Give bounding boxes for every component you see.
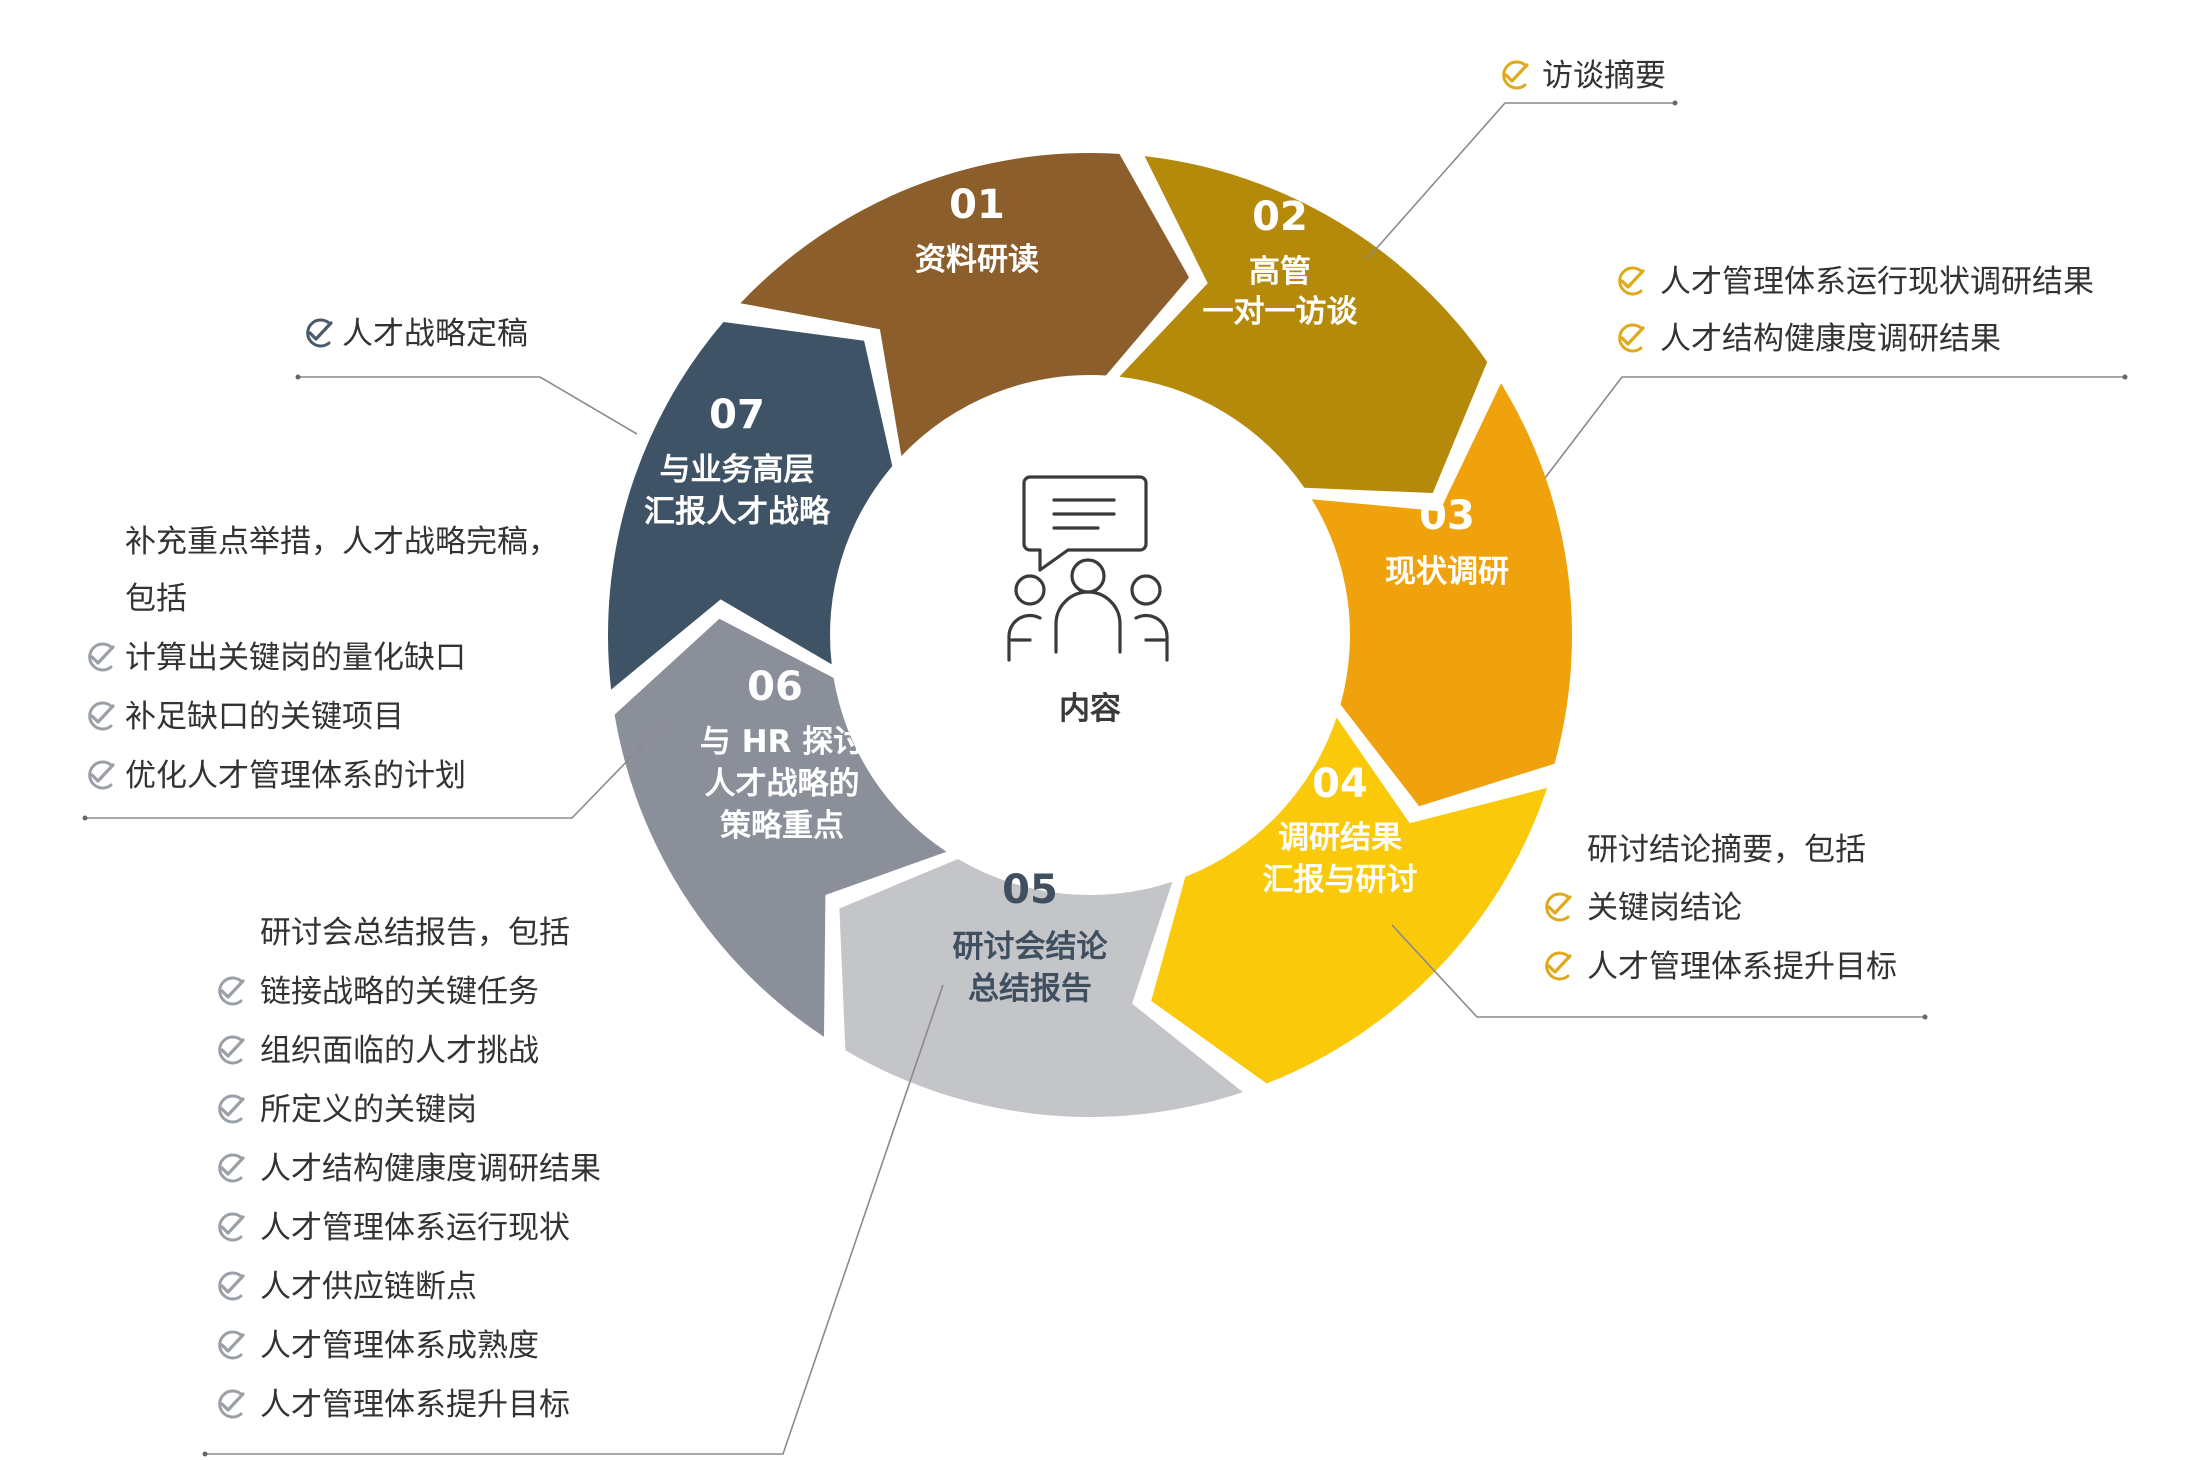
note-03: 人才管理体系运行现状调研结果 人才结构健康度调研结果: [1660, 264, 2094, 357]
check-icon-05-3: [218, 1094, 245, 1124]
segment-06-title-line2: 人才战略的: [705, 766, 860, 802]
note-05-item-7: 人才管理体系成熟度: [260, 1328, 539, 1364]
segment-01: [740, 153, 1190, 457]
note-06-item-2: 补足缺口的关键项目: [125, 699, 404, 735]
leader-dot-07: [295, 374, 301, 380]
segment-01-label: 01 资料研读: [915, 182, 1039, 278]
segment-05-label: 05 研讨会结论 总结报告: [953, 867, 1109, 1007]
segment-02: [1119, 156, 1488, 493]
segment-02-title-line2: 一对一访谈: [1203, 294, 1359, 330]
check-icon-03-2: [1618, 323, 1645, 353]
note-06-item-3: 优化人才管理体系的计划: [125, 758, 466, 794]
note-06-item-1: 计算出关键岗的量化缺口: [125, 640, 466, 676]
segment-07-label: 07 与业务高层 汇报人才战略: [644, 392, 831, 530]
segment-06-label: 06 与 HR 探讨 人才战略的 策略重点: [700, 664, 864, 844]
note-07-item-1: 人才战略定稿: [342, 316, 528, 352]
note-03-item-2: 人才结构健康度调研结果: [1660, 321, 2001, 357]
note-07: 人才战略定稿: [342, 316, 528, 352]
note-06: 补充重点举措，人才战略完稿， 包括 计算出关键岗的量化缺口 补足缺口的关键项目 …: [125, 524, 559, 794]
check-icon-05-1: [218, 976, 245, 1006]
check-icons: [88, 60, 1645, 1419]
segment-07-number: 07: [709, 392, 765, 438]
segment-07-title-line2: 汇报人才战略: [644, 494, 831, 530]
note-02: 访谈摘要: [1542, 58, 1666, 94]
segment-07-title-line1: 与业务高层: [660, 452, 815, 488]
segment-02-number: 02: [1252, 194, 1308, 240]
segment-04-number: 04: [1312, 761, 1368, 807]
segment-02-title-line1: 高管: [1249, 254, 1311, 290]
leader-line-05: [205, 984, 944, 1455]
leader-line-06: [85, 723, 664, 819]
check-icon-05-4: [218, 1153, 245, 1183]
segment-01-number: 01: [949, 182, 1005, 228]
note-06-intro-line2: 包括: [125, 581, 187, 617]
segment-05-title-line2: 总结报告: [968, 971, 1092, 1007]
check-icon-05-6: [218, 1271, 245, 1301]
note-04-item-1: 关键岗结论: [1587, 890, 1742, 926]
segment-06-title-line1: 与 HR 探讨: [700, 724, 864, 760]
segment-04-title-line2: 汇报与研讨: [1263, 862, 1418, 898]
leader-dot-06: [82, 815, 88, 821]
check-icon-06-3: [88, 760, 115, 790]
leader-line-04: [1391, 924, 1925, 1018]
note-04: 研讨结论摘要，包括 关键岗结论 人才管理体系提升目标: [1587, 832, 1897, 985]
leader-line-03: [1544, 376, 2125, 479]
note-02-item-1: 访谈摘要: [1542, 58, 1666, 94]
note-05-item-8: 人才管理体系提升目标: [260, 1387, 570, 1423]
check-icon-05-8: [218, 1389, 245, 1419]
note-05-item-4: 人才结构健康度调研结果: [260, 1151, 601, 1187]
check-icon-04-2: [1545, 951, 1572, 981]
note-05-item-1: 链接战略的关键任务: [260, 974, 539, 1010]
note-06-intro-line1: 补充重点举措，人才战略完稿，: [125, 524, 559, 560]
note-05-item-3: 所定义的关键岗: [260, 1092, 477, 1128]
segment-05-number: 05: [1002, 867, 1058, 913]
segment-04-title-line1: 调研结果: [1278, 820, 1402, 856]
check-icon-05-5: [218, 1212, 245, 1242]
check-icon-05-7: [218, 1330, 245, 1360]
segment-02-label: 02 高管 一对一访谈: [1203, 194, 1359, 330]
center-label: 内容: [1059, 691, 1121, 727]
segment-07: [608, 322, 893, 690]
leader-lines: [82, 100, 2128, 1457]
segment-04-label: 04 调研结果 汇报与研讨: [1263, 761, 1418, 898]
check-icon-06-1: [88, 642, 115, 672]
segment-04: [1151, 717, 1548, 1084]
segment-01-title: 资料研读: [915, 242, 1039, 278]
leader-dot-04: [1922, 1014, 1928, 1020]
segment-03-label: 03 现状调研: [1385, 493, 1509, 590]
leader-line-02: [1367, 102, 1675, 259]
note-05: 研讨会总结报告，包括 链接战略的关键任务 组织面临的人才挑战 所定义的关键岗 人…: [260, 915, 601, 1423]
segment-03-title: 现状调研: [1385, 554, 1509, 590]
check-icon-06-2: [88, 701, 115, 731]
note-04-item-2: 人才管理体系提升目标: [1587, 949, 1897, 985]
check-icon-03-1: [1618, 266, 1645, 296]
segment-06: [614, 618, 947, 1037]
note-05-item-2: 组织面临的人才挑战: [260, 1033, 539, 1069]
segment-06-title-line3: 策略重点: [720, 808, 844, 844]
leader-dot-03: [2122, 374, 2128, 380]
note-05-item-5: 人才管理体系运行现状: [260, 1210, 570, 1246]
note-05-item-6: 人才供应链断点: [260, 1269, 477, 1305]
leader-dot-02: [1672, 100, 1678, 106]
segment-05: [839, 859, 1243, 1117]
segment-03-number: 03: [1419, 493, 1475, 539]
process-ring: [608, 153, 1573, 1117]
check-icon-02-1: [1502, 60, 1529, 90]
segment-05-title-line1: 研讨会结论: [953, 929, 1109, 965]
note-04-intro: 研讨结论摘要，包括: [1587, 832, 1866, 868]
check-icon-04-1: [1545, 892, 1572, 922]
segment-06-number: 06: [747, 664, 803, 710]
note-05-intro: 研讨会总结报告，包括: [260, 915, 570, 951]
check-icon-07-1: [306, 318, 333, 348]
leader-line-07: [298, 376, 638, 435]
note-03-item-1: 人才管理体系运行现状调研结果: [1660, 264, 2094, 300]
leader-dot-05: [202, 1451, 208, 1457]
check-icon-05-2: [218, 1035, 245, 1065]
meeting-chat-icon: [1007, 475, 1169, 662]
segment-03: [1311, 383, 1573, 807]
